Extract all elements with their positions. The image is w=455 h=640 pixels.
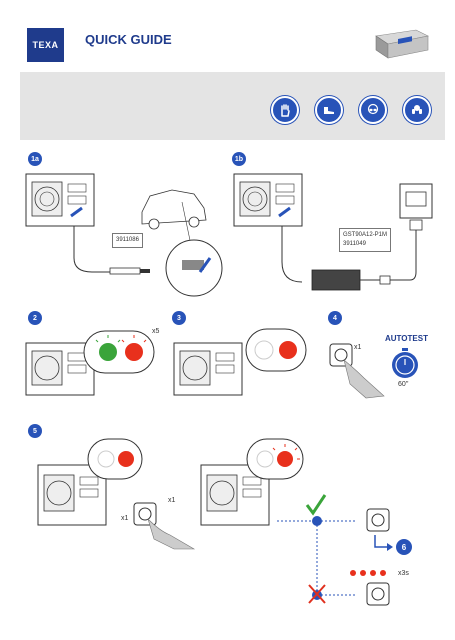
autotest-time: 60''	[398, 381, 409, 388]
next-step-badge: 6	[396, 539, 412, 555]
step-4-hand-illustration	[329, 343, 385, 399]
adapter-model: GST90A12-P1M	[343, 232, 388, 238]
step-3-badge: 3	[172, 311, 186, 325]
step-1a-illustration	[25, 173, 223, 297]
step-2-illustration	[25, 330, 155, 396]
press-count-5: x1	[121, 515, 129, 522]
vibrate-count: x1	[168, 497, 176, 504]
product-image	[375, 29, 429, 59]
goggles-icon	[359, 96, 387, 124]
adapter-code: 3911049	[343, 241, 366, 247]
press-count: x1	[354, 344, 362, 351]
cable-code-label: 3911086	[112, 233, 143, 248]
adapter-label: GST90A12-P1M 3911049	[339, 228, 392, 252]
blink-count: x5	[152, 328, 160, 335]
step-5-right-illustration	[200, 438, 393, 606]
page-title: QUICK GUIDE	[85, 32, 172, 47]
autotest-label: AUTOTEST	[385, 334, 428, 343]
step-4-badge: 4	[328, 311, 342, 325]
step-1b-illustration	[233, 173, 433, 291]
texa-logo: TEXA	[27, 28, 64, 62]
step-1a-badge: 1a	[28, 152, 42, 166]
step-2-badge: 2	[28, 311, 42, 325]
ear-protection-icon	[403, 96, 431, 124]
step-3-illustration	[173, 328, 307, 396]
fail-vibrate-count: x3s	[398, 570, 409, 577]
safety-shoes-icon	[315, 96, 343, 124]
step-1b-badge: 1b	[232, 152, 246, 166]
gloves-icon	[271, 96, 299, 124]
step-5-badge: 5	[28, 424, 42, 438]
timer-icon	[392, 348, 418, 378]
step-5-left-illustration	[37, 438, 196, 550]
